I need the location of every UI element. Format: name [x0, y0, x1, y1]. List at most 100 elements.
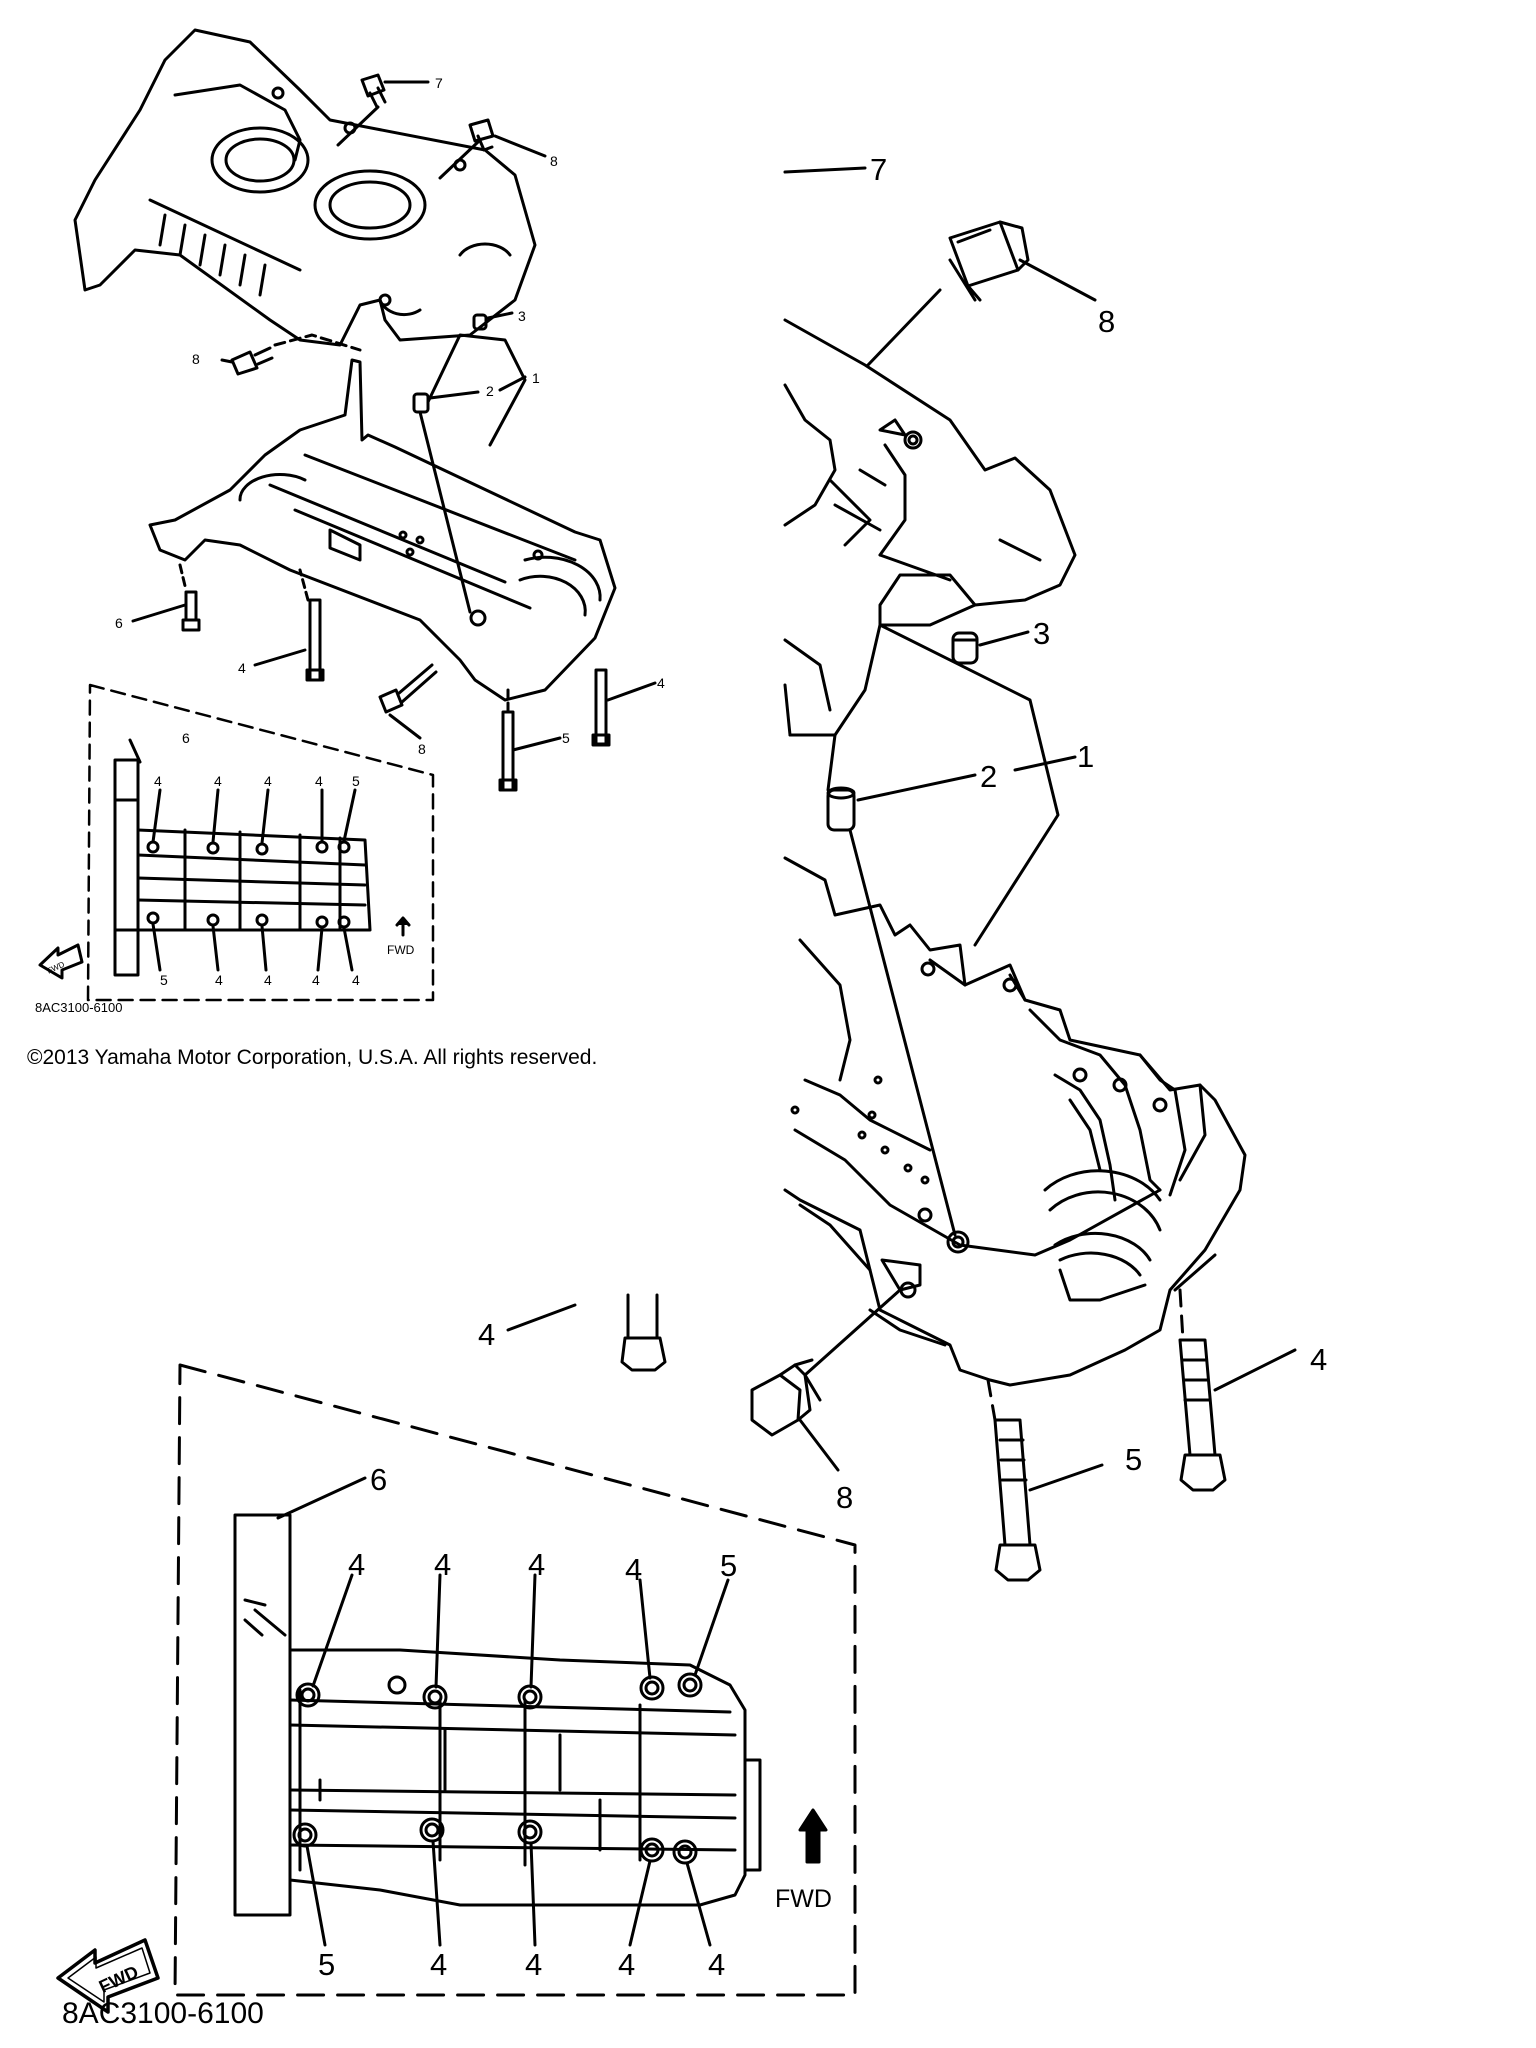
small-bolt-8a — [468, 118, 495, 152]
leader-line — [1028, 1463, 1104, 1492]
large-upper-crankcase — [783, 318, 1077, 737]
leader-line — [1178, 1288, 1185, 1342]
inset-callout-label: 4 — [528, 1547, 545, 1582]
small-bolt-4b — [591, 668, 611, 747]
inset-callout-label: 5 — [160, 972, 168, 988]
large-bolt-4b — [1178, 1338, 1227, 1492]
callout-label: 8 — [418, 741, 426, 757]
large-fwd-arrow-icon — [56, 1938, 160, 2014]
leader-line — [511, 736, 562, 752]
small-bolt-4a — [305, 598, 325, 682]
inset-callout-label: 5 — [720, 1548, 737, 1583]
leader-line — [856, 773, 977, 802]
callout-label: 8 — [836, 1480, 853, 1515]
leader-line — [498, 375, 527, 392]
inset-callout-label: 4 — [434, 1547, 451, 1582]
callout-label: 8 — [1098, 304, 1115, 339]
leader-line — [426, 333, 527, 447]
leader-line — [298, 568, 310, 602]
leader-line — [493, 134, 547, 158]
callout-label: 8 — [192, 351, 200, 367]
small-dowel-3 — [472, 313, 488, 331]
large-bolt-5 — [993, 1418, 1042, 1582]
inset-callout-label: 4 — [430, 1947, 447, 1982]
small-bolt-7 — [360, 73, 387, 109]
small-bolt-8b — [230, 346, 274, 376]
inset-callout-label: 4 — [154, 773, 162, 789]
large-dowel-3 — [951, 631, 979, 665]
fwd-arrow-label: FWD — [775, 1885, 832, 1913]
leader-line — [336, 105, 380, 147]
large-lower-crankcase — [783, 856, 1247, 1387]
leader-line — [273, 333, 362, 352]
leader-line — [826, 733, 837, 792]
copyright-notice: ©2013 Yamaha Motor Corporation, U.S.A. A… — [27, 1046, 598, 1069]
small-dowel-2 — [412, 392, 430, 414]
inset-callout-label: 5 — [352, 773, 360, 789]
inset-callout-label: 4 — [348, 1547, 365, 1582]
large-dowel-2 — [826, 786, 856, 832]
leader-line — [486, 311, 514, 320]
large-inset-view — [173, 1363, 857, 1997]
inset-callout-label: 5 — [318, 1947, 335, 1982]
inset-callout-label: 4 — [214, 773, 222, 789]
inset-callout-label: 4 — [352, 972, 360, 988]
leader-line — [178, 563, 188, 592]
leader-line — [878, 623, 1060, 947]
leader-line — [438, 140, 480, 180]
inset-callout-label: 6 — [182, 730, 190, 746]
callout-label: 4 — [657, 675, 665, 691]
leader-line — [388, 713, 422, 740]
leader-line — [506, 1303, 577, 1332]
callout-label: 7 — [435, 75, 443, 91]
leader-line — [783, 166, 867, 174]
callout-label: 1 — [532, 370, 540, 386]
inset-callout-label: 4 — [264, 773, 272, 789]
inset-callout-label: 4 — [312, 972, 320, 988]
leader-line — [418, 410, 472, 614]
leader-line — [866, 288, 942, 367]
large-bolt-8 — [948, 220, 1030, 302]
callout-label: 4 — [478, 1317, 495, 1352]
small-upper-crankcase — [73, 28, 537, 347]
callout-label: 5 — [562, 730, 570, 746]
large-fwd-up-arrow-icon — [798, 1808, 828, 1864]
leader-line — [848, 828, 957, 1237]
large-bolt-4a — [620, 1293, 667, 1372]
callout-label: 7 — [870, 152, 887, 187]
large-view-labels: 7 8 3 2 1 4 8 5 4 6 4 4 4 4 5 5 4 4 4 4 … — [62, 152, 1327, 2030]
leader-line — [606, 681, 657, 702]
callout-label: 2 — [980, 759, 997, 794]
inset-callout-label: 4 — [525, 1947, 542, 1982]
inset-callout-label: 4 — [618, 1947, 635, 1982]
small-bolt-6 — [181, 590, 201, 632]
leader-line — [986, 1378, 997, 1422]
inset-callout-label: 6 — [370, 1462, 387, 1497]
inset-callout-label: 4 — [708, 1947, 725, 1982]
inset-callout-label: 4 — [215, 972, 223, 988]
callout-label: 1 — [1077, 739, 1094, 774]
callout-label: 6 — [115, 615, 123, 631]
callout-label: 3 — [518, 308, 526, 324]
callout-label: 5 — [1125, 1442, 1142, 1477]
leader-line — [131, 603, 187, 623]
fwd-arrow-label: FWD — [387, 943, 415, 957]
small-inset-view — [86, 683, 435, 1002]
inset-callout-label: 4 — [625, 1552, 642, 1587]
small-lower-crankcase — [148, 358, 617, 702]
leader-line — [978, 630, 1030, 647]
large-diagram-code: 8AC3100-6100 — [62, 1997, 264, 2030]
leader-line — [253, 648, 307, 667]
leader-line — [1018, 258, 1097, 302]
leader-line — [428, 390, 480, 400]
leader-line — [1213, 1348, 1297, 1392]
small-view-labels: 7 8 3 8 2 1 6 4 8 5 4 6 4 4 4 4 5 5 4 4 … — [35, 75, 665, 1015]
callout-label: 4 — [238, 660, 246, 676]
leader-line — [798, 1418, 840, 1472]
callout-label: 8 — [550, 153, 558, 169]
small-diagram-code: 8AC3100-6100 — [35, 1000, 122, 1015]
callout-label: 3 — [1033, 616, 1050, 651]
small-fwd-arrow-icon — [38, 943, 84, 980]
